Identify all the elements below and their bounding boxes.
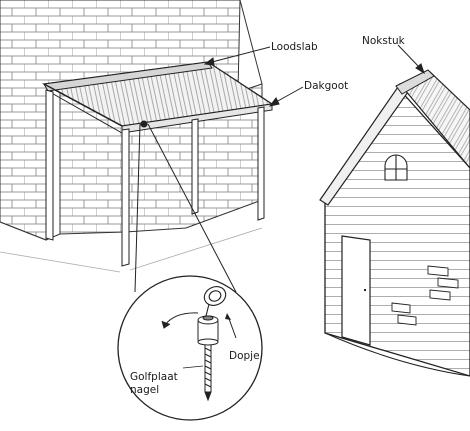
- ridge-cap: [395, 69, 435, 95]
- label-golfplaat-nagel: Golfplaat nagel: [130, 371, 178, 396]
- label-nokstuk: Nokstuk: [362, 35, 405, 47]
- label-dopje: Dopje: [229, 350, 260, 362]
- shed-window: [384, 154, 408, 181]
- screw-nail-icon: [197, 315, 219, 402]
- cap-icon: [203, 286, 227, 317]
- rotate-arrow-icon: [161, 312, 199, 329]
- shed-door: [341, 235, 371, 346]
- shed-vents: [391, 265, 459, 326]
- leader-loodslab: [203, 46, 271, 66]
- label-dakgoot: Dakgoot: [304, 80, 349, 92]
- leader-dakgoot: [268, 86, 304, 107]
- carport: [0, 61, 274, 273]
- shed: [319, 69, 470, 377]
- leader-nokstuk: [397, 44, 425, 75]
- carport-posts: [45, 89, 265, 267]
- detail-circle: [117, 275, 263, 421]
- lead-flashing: [43, 61, 213, 92]
- zoom-lines: [134, 120, 237, 293]
- label-loodslab: Loodslab: [271, 41, 318, 53]
